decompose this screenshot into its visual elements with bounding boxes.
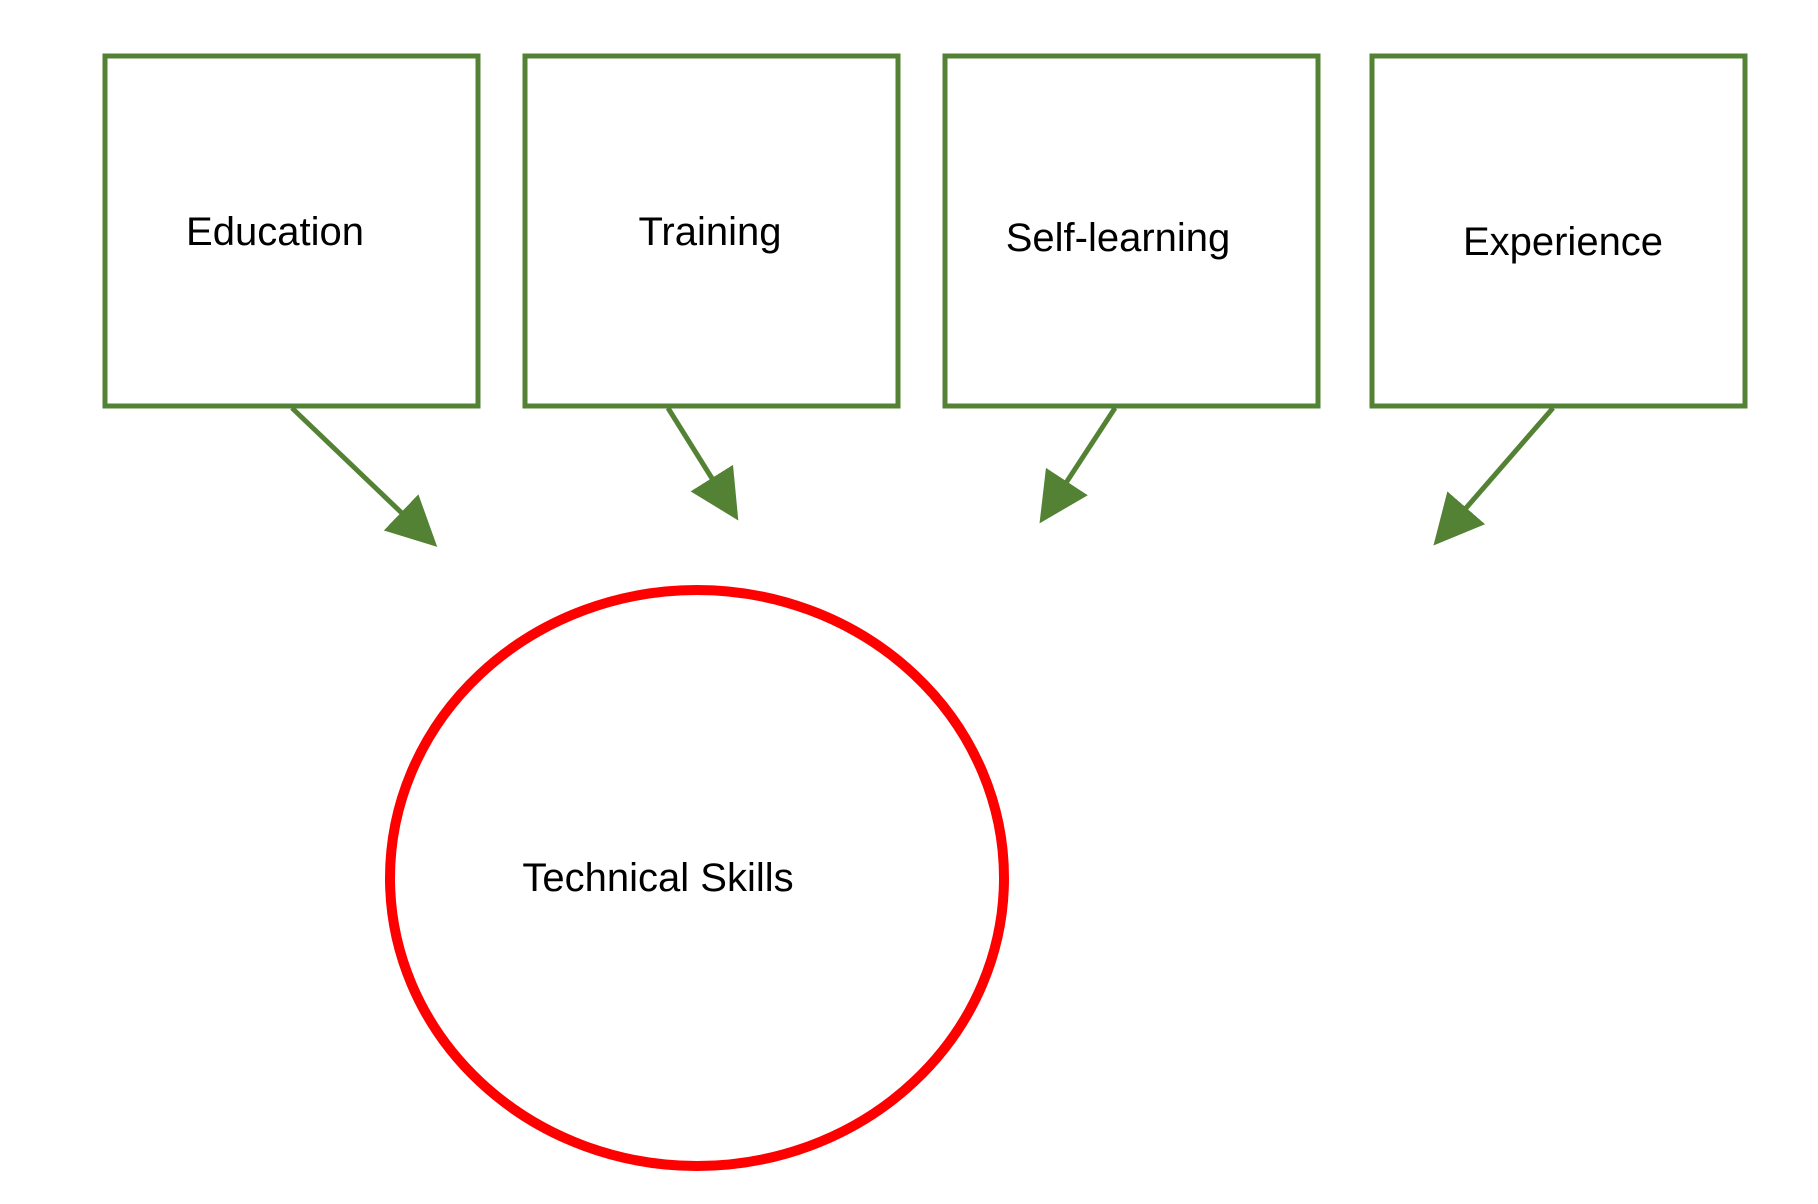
label-self-learning: Self-learning bbox=[1005, 216, 1231, 260]
label-experience: Experience bbox=[1462, 220, 1664, 264]
arrow-education bbox=[290, 406, 438, 547]
label-training: Training bbox=[638, 210, 782, 254]
box-education bbox=[102, 53, 481, 409]
box-self-learning bbox=[942, 53, 1321, 409]
box-training bbox=[522, 53, 901, 409]
target-ellipse bbox=[385, 585, 1009, 1171]
label-education: Education bbox=[186, 210, 364, 254]
arrow-self-learning bbox=[1039, 406, 1118, 524]
arrow-experience bbox=[1433, 406, 1555, 546]
label-technical-skills: Technical Skills bbox=[522, 856, 794, 900]
arrow-training bbox=[665, 406, 739, 521]
box-experience bbox=[1369, 53, 1748, 409]
